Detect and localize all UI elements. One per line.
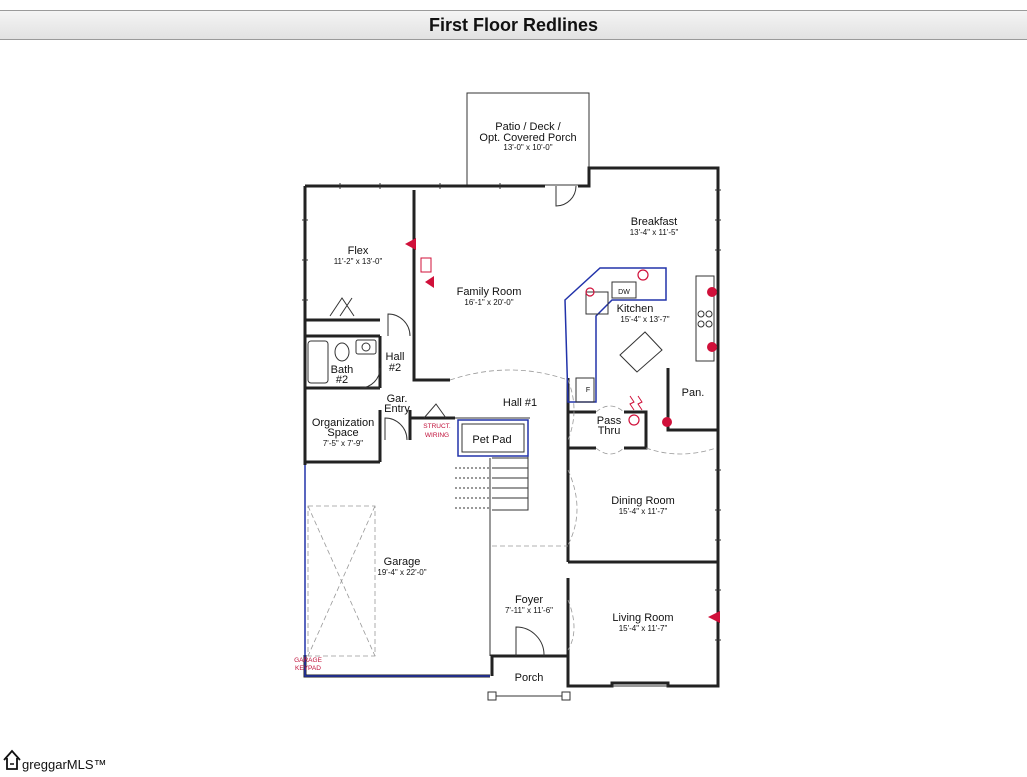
- foyer-label: Foyer: [515, 594, 543, 606]
- garage-label: Garage: [384, 556, 421, 568]
- patio-dimensions: 13'-0" x 10'-0": [503, 143, 552, 152]
- family-room-dimensions: 16'-1" x 20'-0": [464, 298, 513, 307]
- garage-entry-label-line1: Gar.: [387, 393, 408, 405]
- bath-fixtures: [307, 339, 377, 384]
- fridge-label: F: [586, 387, 590, 394]
- door-swings: [329, 185, 577, 657]
- family-room-label: Family Room: [457, 286, 522, 298]
- dashed-elements: [307, 369, 717, 657]
- struct-wiring-label-line2: WIRING: [425, 432, 449, 439]
- pet-pad-outline: [457, 419, 529, 457]
- garage-keypad-label-line2: KEYPAD: [295, 665, 321, 672]
- bath2-label-line2: #2: [336, 374, 348, 386]
- patio-label-line2: Opt. Covered Porch: [479, 132, 576, 144]
- garage-entry-label-line2: Entry: [384, 403, 410, 415]
- stairs: [455, 457, 529, 511]
- garage-blue-wall: [304, 465, 490, 677]
- organization-space-label-line2: Space: [327, 427, 358, 439]
- page-header: First Floor Redlines: [0, 10, 1027, 40]
- organization-space-dimensions: 7'-5" x 7'-9": [323, 439, 363, 448]
- kitchen-layout: [564, 267, 715, 403]
- foyer-dimensions: 7'-11" x 11'-6": [505, 606, 553, 615]
- porch-posts: [487, 691, 571, 701]
- redline-markers: [405, 238, 720, 623]
- dining-room-label: Dining Room: [611, 495, 675, 507]
- living-room-dimensions: 15'-4" x 11'-7": [619, 624, 668, 633]
- bath2-label-line1: Bath: [331, 364, 354, 376]
- pet-pad-label: Pet Pad: [472, 434, 511, 446]
- flex-label: Flex: [348, 245, 369, 257]
- struct-wiring-label-line1: STRUCT.: [423, 423, 451, 430]
- hall2-label-line2: #2: [389, 362, 401, 374]
- interior-walls: [305, 190, 718, 686]
- kitchen-label: Kitchen: [617, 303, 654, 315]
- pantry-label: Pan.: [682, 387, 705, 399]
- kitchen-dimensions: 15'-4" x 13'-7": [620, 315, 669, 324]
- mls-logo: greggarMLS™: [2, 748, 107, 772]
- garage-keypad-label-line1: GARAGE: [294, 657, 322, 664]
- pass-thru-label-line2: Thru: [598, 425, 621, 437]
- pass-thru-label-line1: Pass: [597, 415, 622, 427]
- dishwasher-label: DW: [618, 289, 630, 296]
- dining-room-dimensions: 15'-4" x 11'-7": [619, 507, 668, 516]
- hall2-label-line1: Hall: [386, 351, 405, 363]
- page-title: First Floor Redlines: [428, 14, 599, 35]
- flex-dimensions: 11'-2" x 13'-0": [334, 257, 383, 266]
- house-logo-icon: [3, 749, 21, 770]
- window-marks: [302, 183, 721, 687]
- mls-logo-text: greggarMLS™: [22, 757, 107, 772]
- patio-label-line1: Patio / Deck /: [495, 121, 561, 133]
- porch-label: Porch: [515, 672, 544, 684]
- breakfast-dimensions: 13'-4" x 11'-5": [630, 228, 679, 237]
- hall1-label: Hall #1: [503, 397, 537, 409]
- living-room-label: Living Room: [612, 612, 673, 624]
- breakfast-label: Breakfast: [631, 216, 677, 228]
- organization-space-label-line1: Organization: [312, 417, 374, 429]
- garage-dimensions: 19'-4" x 22'-0": [377, 568, 426, 577]
